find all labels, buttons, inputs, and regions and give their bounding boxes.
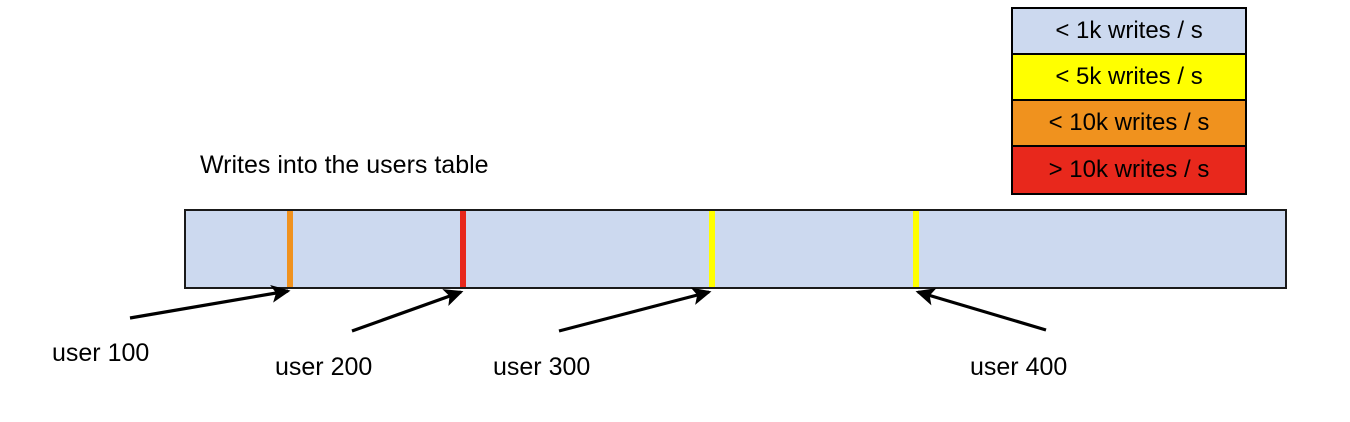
legend-item-label: < 1k writes / s xyxy=(1055,17,1203,44)
legend-item-under-1k: < 1k writes / s xyxy=(1013,9,1245,55)
legend-item-label: < 10k writes / s xyxy=(1048,109,1210,136)
users-table-bar xyxy=(184,209,1287,289)
label-user-300: user 300 xyxy=(493,353,591,381)
arrow-user-400 xyxy=(915,288,1047,332)
legend-item-under-5k: < 5k writes / s xyxy=(1013,55,1245,101)
marker-user-100 xyxy=(287,211,293,287)
legend-item-over-10k: > 10k writes / s xyxy=(1013,147,1245,193)
label-user-200: user 200 xyxy=(275,353,373,381)
arrow-user-100 xyxy=(129,284,291,320)
legend-item-label: > 10k writes / s xyxy=(1048,156,1210,183)
legend-item-under-10k: < 10k writes / s xyxy=(1013,101,1245,147)
legend-item-label: < 5k writes / s xyxy=(1055,63,1203,90)
marker-user-200 xyxy=(460,211,466,287)
label-user-400: user 400 xyxy=(970,353,1068,381)
chart-title: Writes into the users table xyxy=(200,151,489,179)
label-user-100: user 100 xyxy=(52,339,150,367)
legend: < 1k writes / s < 5k writes / s < 10k wr… xyxy=(1011,7,1247,195)
marker-user-300 xyxy=(709,211,715,287)
marker-user-400 xyxy=(913,211,919,287)
arrow-user-200 xyxy=(351,289,464,333)
arrow-user-300 xyxy=(558,287,712,333)
